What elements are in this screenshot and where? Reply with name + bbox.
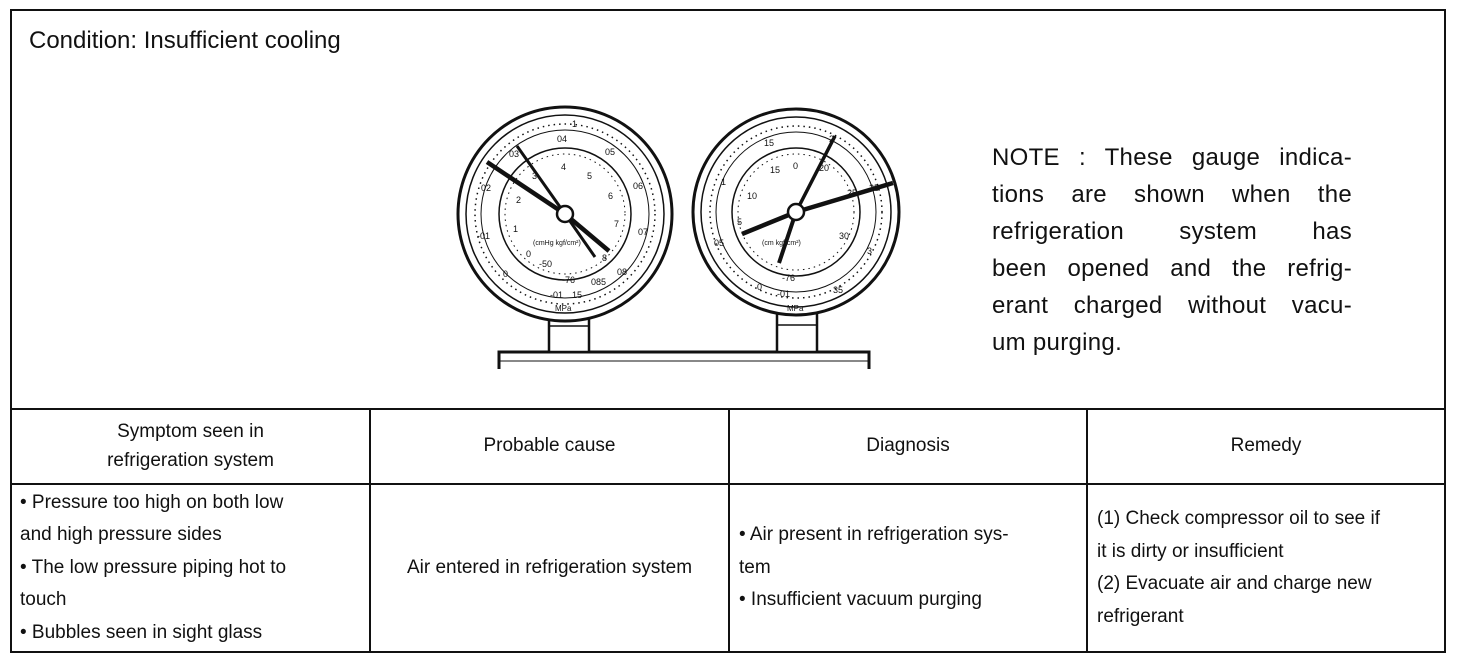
high-outer-tick-label: 1 xyxy=(721,177,726,187)
note-text: NOTE : These gauge indica- tions are sho… xyxy=(992,139,1352,361)
high-inner-tick-label: 30 xyxy=(839,231,849,241)
low-outer-tick-label: 0 xyxy=(503,269,508,279)
high-needle-short xyxy=(794,135,837,213)
low-inner-tick-label: 3 xyxy=(532,171,537,181)
high-gauge-stem xyxy=(775,311,819,354)
diagnosis-table: Symptom seen in refrigeration system Pro… xyxy=(12,408,1444,651)
cell-probable-cause: Air entered in refrigeration system xyxy=(369,484,730,651)
high-outer-tick-label: 05 xyxy=(714,238,724,248)
note-line: um purging. xyxy=(992,329,1123,356)
header-remedy: Remedy xyxy=(1086,408,1444,485)
header-diagnosis: Diagnosis xyxy=(728,408,1088,485)
high-inner-tick-label: 10 xyxy=(747,191,757,201)
low-outer-tick-label: 1 xyxy=(572,119,577,129)
low-outer-tick-label: 08 xyxy=(617,267,627,277)
low-vacuum-label: -50 xyxy=(539,259,552,269)
low-inner-tick-label: 8 xyxy=(602,253,607,263)
low-pressure-gauge: 1 04 05 06 07 08 085 15 -01 0 -01 02 03 … xyxy=(456,105,674,323)
low-vacuum-label: -76 xyxy=(562,275,575,285)
note-line: been opened and the refrig- xyxy=(992,255,1352,282)
cell-symptom: • Pressure too high on both low and high… xyxy=(12,484,371,651)
low-outer-tick-label: -01 xyxy=(550,290,563,300)
low-outer-tick-label: 07 xyxy=(638,227,648,237)
low-inner-tick-label: 7 xyxy=(614,219,619,229)
low-inner-tick-label: 1 xyxy=(513,224,518,234)
high-inner-tick-label: 0 xyxy=(793,161,798,171)
high-needle-long xyxy=(795,180,894,215)
cell-diagnosis: • Air present in refrigeration sys- tem … xyxy=(728,484,1088,651)
low-outer-tick-label: 06 xyxy=(633,181,643,191)
note-line: erant charged without vacu- xyxy=(992,292,1352,319)
high-vacuum-label: -76 xyxy=(782,273,795,283)
low-inner-tick-label: 4 xyxy=(561,162,566,172)
low-outer-tick-label: 15 xyxy=(572,290,582,300)
low-inner-tick-label: 0 xyxy=(526,249,531,259)
low-inner-tick-label: 2 xyxy=(516,195,521,205)
high-inner-tick-label: 15 xyxy=(770,165,780,175)
high-unit-mpa: MPa xyxy=(787,304,804,313)
table-header-row: Symptom seen in refrigeration system Pro… xyxy=(12,408,1444,485)
condition-title: Condition: Insufficient cooling xyxy=(29,27,341,54)
table-row: • Pressure too high on both low and high… xyxy=(12,484,1444,651)
low-outer-tick-label: 04 xyxy=(557,134,567,144)
condition-panel: Condition: Insufficient cooling xyxy=(10,9,1446,653)
low-inner-tick-label: 6 xyxy=(608,191,613,201)
low-outer-tick-label: 02 xyxy=(481,183,491,193)
header-symptom: Symptom seen in refrigeration system xyxy=(12,408,371,485)
gauge-illustration: 1 04 05 06 07 08 085 15 -01 0 -01 02 03 … xyxy=(456,105,901,369)
high-outer-tick-label: 35 xyxy=(833,285,843,295)
note-line: refrigeration system has xyxy=(992,218,1352,245)
header-probable-cause: Probable cause xyxy=(369,408,730,485)
low-outer-tick-label: 03 xyxy=(509,149,519,159)
low-inner-tick-label: 5 xyxy=(587,171,592,181)
cell-remedy: (1) Check compressor oil to see if it is… xyxy=(1086,484,1444,651)
low-unit-mpa: MPa xyxy=(555,304,572,313)
high-inner-tick-label: 20 xyxy=(819,163,829,173)
low-needle-short xyxy=(515,145,567,215)
high-outer-tick-label: 0 xyxy=(757,282,762,292)
low-needle-long xyxy=(485,160,567,216)
note-line: tions are shown when the xyxy=(992,181,1352,208)
high-pressure-gauge: 2 25 3 35 -01 0 05 1 15 20 25 30 10 15 5… xyxy=(691,107,901,317)
low-unit-label: (cmHg kgf/cm²) xyxy=(533,240,581,247)
high-outer-tick-label: 3 xyxy=(867,246,872,256)
high-outer-tick-label: -01 xyxy=(777,289,790,299)
upper-section: Condition: Insufficient cooling xyxy=(12,11,1444,410)
high-unit-label: (cm kgf/cm²) xyxy=(762,240,801,247)
low-outer-tick-label: 085 xyxy=(591,277,606,287)
high-inner-tick-label: 5 xyxy=(737,217,742,227)
low-outer-tick-label: 05 xyxy=(605,147,615,157)
note-line: NOTE : These gauge indica- xyxy=(992,144,1352,171)
low-outer-tick-label: -01 xyxy=(477,231,490,241)
high-outer-tick-label: 15 xyxy=(764,138,774,148)
